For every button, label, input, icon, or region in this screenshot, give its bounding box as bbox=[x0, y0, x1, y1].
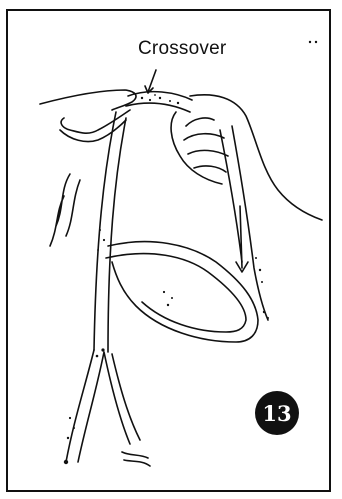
rope-lower-ends bbox=[66, 350, 140, 462]
rope-loop bbox=[106, 242, 258, 342]
crossover-label: Crossover bbox=[138, 38, 226, 60]
frayed-fibers-left bbox=[50, 174, 80, 246]
right-hand bbox=[171, 95, 322, 220]
frayed-fibers-bottom bbox=[122, 452, 150, 466]
step-number-badge: 13 bbox=[255, 391, 299, 435]
direction-arrow bbox=[240, 206, 242, 268]
left-hand bbox=[40, 90, 136, 142]
rope-left-strand bbox=[94, 112, 126, 352]
